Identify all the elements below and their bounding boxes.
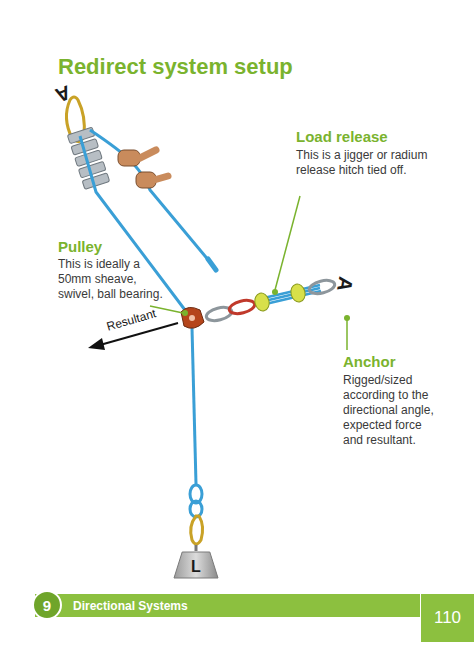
page-number: 110 (421, 594, 474, 642)
callout-note: This is ideally a 50mm sheave, swivel, b… (58, 257, 170, 302)
callout-heading: Load release (296, 128, 388, 146)
callout-heading: Pulley (58, 238, 102, 256)
leader-line (275, 196, 300, 290)
callout-note: This is a jigger or radium release hitch… (296, 148, 428, 178)
pulley (181, 307, 204, 328)
page-title: Redirect system setup (58, 54, 293, 80)
weight-outline (174, 552, 218, 578)
chapter-number: 9 (32, 590, 62, 620)
hands (118, 150, 168, 188)
node-text: Directional Systems (73, 599, 188, 613)
leader-line (346, 320, 348, 350)
chapter-band: Directional Systems (35, 594, 420, 617)
carabiner (191, 516, 203, 544)
callout-heading: Anchor (343, 353, 396, 371)
callout-note: Rigged/sized according to the directiona… (343, 373, 443, 448)
leader-dot (272, 289, 278, 295)
anchor-symbol: A (332, 275, 358, 293)
load-release (205, 278, 336, 323)
node-text: 110 (434, 608, 461, 628)
rope (192, 328, 196, 484)
rope-end (208, 259, 216, 270)
rope-grab (67, 127, 109, 189)
anchor-symbol: A (52, 80, 74, 107)
leader-dot (182, 310, 188, 316)
node-text: L (191, 558, 201, 576)
load-weight: L (173, 551, 219, 579)
load-ring (195, 545, 198, 551)
rope-tail (90, 130, 210, 262)
arrowhead (88, 338, 105, 350)
leader-dot (344, 315, 350, 321)
knot (190, 485, 202, 517)
node-text: 9 (43, 597, 51, 614)
